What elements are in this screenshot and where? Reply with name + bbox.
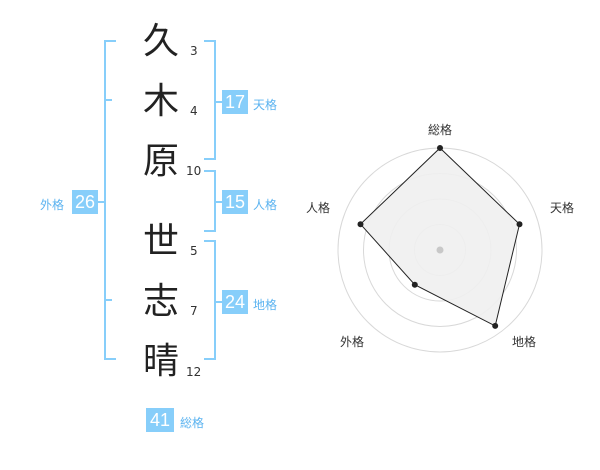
- gaikaku-tick-1: [104, 99, 112, 101]
- radar-polygon: [359, 147, 521, 327]
- gaikaku-label: 外格: [40, 198, 65, 212]
- jinkaku-bracket: [204, 170, 216, 232]
- gaikaku-badge: 26: [72, 190, 98, 214]
- chikaku-bracket: [204, 240, 216, 360]
- radar-points: [357, 145, 523, 329]
- radar-axis-label-chikaku: 地格: [512, 334, 536, 349]
- radar-point-3: [492, 322, 499, 329]
- tenkaku-badge: 17: [222, 90, 248, 114]
- jinkaku-connector: [216, 201, 222, 203]
- chikaku-badge: 24: [222, 290, 248, 314]
- radar-axis-label-tenkaku: 天格: [550, 200, 574, 215]
- name-char-2: 木: [142, 81, 179, 122]
- name-char-3: 原: [142, 141, 179, 182]
- chikaku-connector: [216, 301, 222, 303]
- radar-center-dot: [436, 246, 444, 254]
- radar-point-5: [357, 221, 364, 228]
- radar-point-1: [437, 145, 443, 151]
- radar-point-2: [516, 221, 523, 228]
- gaikaku-bracket: [104, 40, 116, 360]
- stroke-count-3: 10: [186, 164, 202, 178]
- jinkaku-label: 人格: [253, 198, 278, 212]
- stroke-count-6: 12: [186, 365, 202, 379]
- stroke-count-2: 4: [190, 104, 198, 118]
- name-char-1: 久: [142, 21, 179, 62]
- name-char-5: 志: [142, 281, 179, 322]
- radar-axis-label-soukaku: 総格: [428, 122, 452, 137]
- stroke-count-4: 5: [190, 244, 198, 258]
- radar-axis-label-jinkaku: 人格: [306, 200, 330, 215]
- tenkaku-bracket: [204, 40, 216, 160]
- gaikaku-connector: [98, 201, 106, 203]
- gaikaku-tick-2: [104, 299, 112, 301]
- jinkaku-badge: 15: [222, 190, 248, 214]
- name-char-6: 晴: [142, 341, 179, 382]
- tenkaku-connector: [216, 101, 222, 103]
- soukaku-label: 総格: [180, 416, 205, 430]
- name-char-4: 世: [142, 221, 179, 262]
- stroke-count-5: 7: [190, 304, 198, 318]
- radar-axis-label-gaikaku: 外格: [340, 334, 364, 349]
- tenkaku-label: 天格: [253, 98, 278, 112]
- stroke-count-1: 3: [190, 44, 198, 58]
- soukaku-badge: 41: [146, 408, 174, 432]
- radar-point-4: [411, 281, 418, 288]
- chikaku-label: 地格: [253, 298, 278, 312]
